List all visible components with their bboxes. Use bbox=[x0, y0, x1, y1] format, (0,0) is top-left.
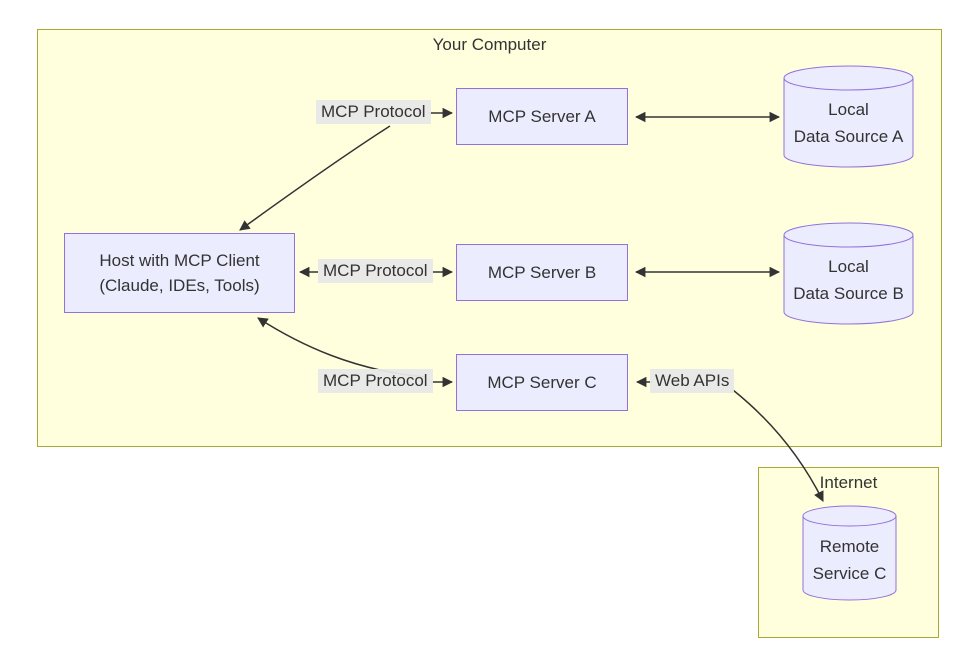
database-cylinder-icon bbox=[783, 65, 914, 168]
database-cylinder-icon bbox=[783, 222, 914, 325]
node-mcp-server-b-label: MCP Server B bbox=[487, 262, 597, 282]
data-source-a-line2: Data Source A bbox=[793, 126, 904, 146]
remote-service-c-line2: Service C bbox=[812, 563, 887, 583]
node-host-label-line1: Host with MCP Client bbox=[99, 250, 260, 270]
node-remote-service-c: Remote Service C bbox=[802, 505, 897, 602]
database-cylinder-icon bbox=[802, 505, 897, 601]
data-source-b-line1: Local bbox=[828, 257, 869, 277]
edge-label-web-apis: Web APIs bbox=[650, 369, 735, 393]
edge-label-mcp-protocol-b: MCP Protocol bbox=[318, 259, 433, 283]
node-mcp-server-c-label: MCP Server C bbox=[487, 372, 597, 392]
edge-label-mcp-protocol-c: MCP Protocol bbox=[318, 369, 433, 393]
data-source-b-line2: Data Source B bbox=[793, 283, 904, 303]
node-remote-service-c-label: Remote Service C bbox=[802, 519, 897, 602]
node-local-data-source-b: Local Data Source B bbox=[783, 222, 914, 325]
node-local-data-source-b-label: Local Data Source B bbox=[783, 236, 914, 325]
node-mcp-server-b: MCP Server B bbox=[456, 244, 628, 301]
data-source-a-line1: Local bbox=[828, 100, 869, 120]
remote-service-c-line1: Remote bbox=[819, 537, 880, 557]
node-local-data-source-a-label: Local Data Source A bbox=[783, 79, 914, 168]
edge-label-mcp-protocol-a: MCP Protocol bbox=[316, 100, 431, 124]
group-title-your-computer: Your Computer bbox=[432, 35, 547, 54]
node-mcp-server-a-label: MCP Server A bbox=[488, 106, 596, 126]
node-mcp-server-c: MCP Server C bbox=[456, 354, 628, 411]
node-mcp-server-a: MCP Server A bbox=[456, 88, 628, 145]
node-host-with-mcp-client: Host with MCP Client (Claude, IDEs, Tool… bbox=[64, 233, 295, 313]
node-local-data-source-a: Local Data Source A bbox=[783, 65, 914, 168]
node-host-label-line2: (Claude, IDEs, Tools) bbox=[99, 276, 260, 295]
group-title-internet: Internet bbox=[819, 473, 878, 492]
